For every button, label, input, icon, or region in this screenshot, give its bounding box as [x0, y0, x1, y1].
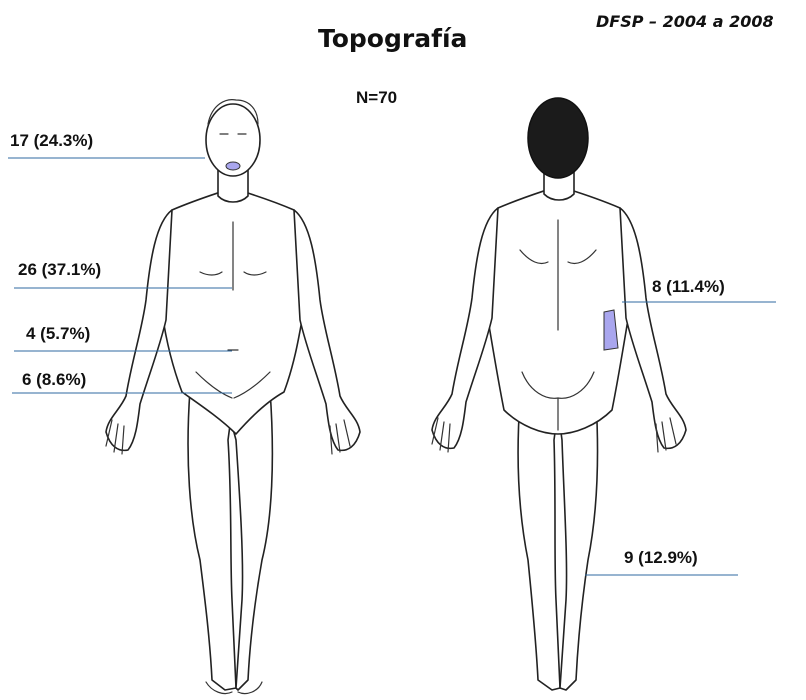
front-figure — [106, 100, 360, 694]
head-label: 17 (24.3%) — [10, 131, 93, 151]
abdomen-label: 4 (5.7%) — [26, 324, 90, 344]
trunk-label: 26 (37.1%) — [18, 260, 101, 280]
lower-limb-label: 9 (12.9%) — [624, 548, 698, 568]
upper-limb-label: 8 (11.4%) — [652, 277, 725, 297]
back-figure — [432, 98, 686, 690]
groin-label: 6 (8.6%) — [22, 370, 86, 390]
